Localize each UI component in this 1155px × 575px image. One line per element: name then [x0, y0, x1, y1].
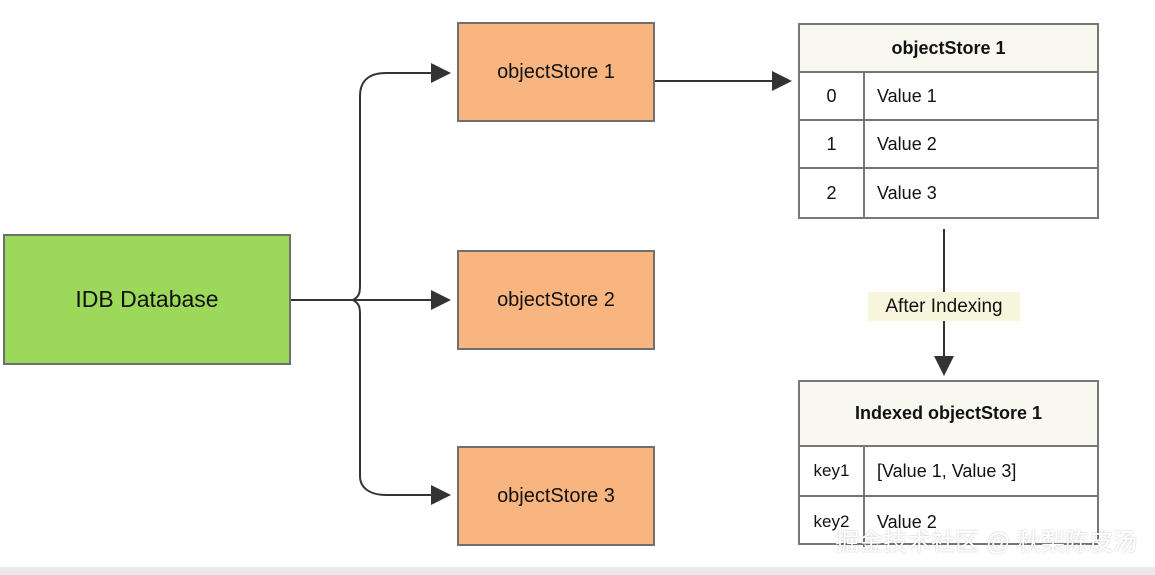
object-store-1-node: objectStore 1 [457, 22, 655, 122]
idb-database-label: IDB Database [75, 286, 219, 312]
object-store-2-node: objectStore 2 [457, 250, 655, 350]
object-store-2-label: objectStore 2 [497, 288, 615, 311]
table-row: key1 [Value 1, Value 3] [800, 447, 1097, 497]
indexed-table-title: Indexed objectStore 1 [800, 382, 1097, 447]
watermark: 掘金技术社区 @ 秋梨陈皮汤 [835, 529, 1137, 556]
table-value-cell: Value 1 [877, 85, 937, 106]
table-value-cell: Value 3 [877, 182, 937, 203]
idb-database-node: IDB Database [3, 234, 291, 365]
table-key-cell: 0 [800, 73, 865, 119]
table-value-cell: [Value 1, Value 3] [877, 460, 1017, 481]
after-indexing-label: After Indexing [868, 292, 1020, 321]
object-store-table-title: objectStore 1 [800, 25, 1097, 73]
table-row: 0 Value 1 [800, 73, 1097, 121]
table-value-cell: Value 2 [877, 511, 937, 532]
table-row: 1 Value 2 [800, 121, 1097, 169]
table-key-cell: key1 [800, 447, 865, 495]
table-row: 2 Value 3 [800, 169, 1097, 217]
bottom-divider [0, 567, 1155, 575]
table-key-cell: 1 [800, 121, 865, 167]
table-key-cell: key2 [800, 497, 865, 547]
indexed-object-store-table: Indexed objectStore 1 key1 [Value 1, Val… [798, 380, 1099, 547]
store-3-connector [352, 299, 451, 505]
table-key-cell: 2 [800, 169, 865, 217]
table-value-cell: Value 2 [877, 133, 937, 154]
object-store-1-label: objectStore 1 [497, 60, 615, 83]
object-store-table: objectStore 1 0 Value 1 1 Value 2 2 Valu… [798, 23, 1099, 219]
table-row: key2 Value 2 [800, 497, 1097, 547]
object-store-3-node: objectStore 3 [457, 446, 655, 546]
store-1-connector [352, 63, 451, 301]
object-store-3-label: objectStore 3 [497, 484, 615, 507]
